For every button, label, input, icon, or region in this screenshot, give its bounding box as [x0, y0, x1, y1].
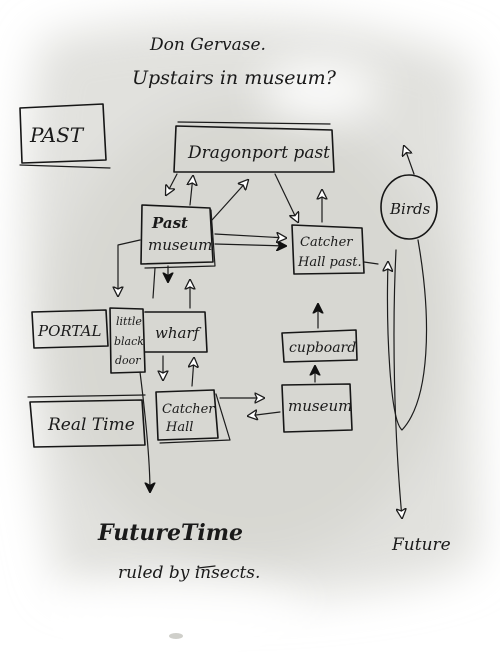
- edge-past-museum-diag-up: [211, 180, 248, 221]
- node-cupboard-box: [281, 329, 358, 363]
- edge-past-museum-to-catcher-hall-past: [214, 244, 286, 246]
- past-underline: [19, 164, 111, 169]
- paper-highlight: [30, 60, 380, 660]
- edge-dragonport-to-catcher-hall-past: [274, 173, 298, 222]
- edge-door-to-future-time: [139, 371, 150, 492]
- zone-real-time-label: Real Time: [47, 415, 135, 435]
- node-catcher-hall-line1: Catcher: [162, 402, 215, 417]
- zone-past-label: PAST: [29, 123, 85, 147]
- edge-catcher-hall-past-right: [363, 261, 379, 265]
- node-past-museum-line1: Past: [151, 214, 188, 232]
- portal-zone-box: [31, 309, 109, 349]
- real-time-top-rule: [27, 394, 146, 398]
- paper-speck: [169, 633, 183, 639]
- edge-dragonport-to-past-museum: [166, 173, 178, 195]
- node-birds-circle: [380, 174, 438, 240]
- real-time-zone-box: [29, 399, 146, 448]
- node-cupboard-label: cupboard: [289, 340, 356, 356]
- zone-future-right-label: Future: [391, 535, 451, 555]
- edge-catcher-hall-to-wharf: [192, 358, 194, 387]
- node-little-black-door-box: [109, 307, 146, 374]
- node-past-museum-box: [140, 204, 214, 265]
- edge-past-museum-lower-left: [152, 267, 156, 299]
- note-upstairs: Upstairs in museum?: [132, 67, 337, 89]
- node-catcher-hall-line2: Hall: [165, 420, 193, 435]
- edge-birds-to-future: [393, 249, 402, 518]
- node-catcher-hall-past-line1: Catcher: [300, 235, 353, 250]
- node-catcher-hall-past-box: [291, 224, 365, 275]
- node-dragonport-past-label: Dragonport past: [187, 143, 330, 163]
- note-don-gervase: Don Gervase.: [149, 35, 266, 55]
- node-catcher-hall-box: [155, 389, 219, 441]
- dragonport-top-rule: [177, 121, 331, 125]
- node-little-black-door-line1: little: [116, 315, 142, 328]
- edge-past-museum-to-dragonport: [190, 176, 193, 206]
- node-little-black-door-line3: door: [115, 354, 141, 367]
- future-flourish: [197, 565, 216, 569]
- node-museum-box: [281, 383, 353, 433]
- zone-future-time-label: FutureTime: [97, 520, 243, 546]
- node-museum-label: museum: [288, 397, 352, 415]
- paper-smudge: [24, 19, 479, 600]
- edge-past-museum-catcher-hall-past-upper: [214, 234, 286, 238]
- edge-birds-up: [404, 146, 415, 175]
- node-wharf-box: [144, 311, 208, 353]
- zone-portal-label: PORTAL: [37, 322, 101, 340]
- catcher-hall-shadow: [159, 393, 231, 444]
- node-catcher-hall-past-line2: Hall past.: [297, 255, 362, 270]
- node-dragonport-past-box: [173, 125, 335, 173]
- node-wharf-label: wharf: [155, 324, 202, 342]
- edges: [118, 146, 428, 518]
- edge-birds-loop: [388, 239, 428, 431]
- node-birds-label: Birds: [389, 200, 431, 218]
- edge-past-museum-to-door: [118, 239, 141, 296]
- node-past-museum-line2: museum: [148, 236, 212, 254]
- edge-museum-to-catcher-hall: [248, 412, 281, 416]
- past-zone-box: [19, 103, 107, 164]
- node-little-black-door-line2: black: [114, 335, 144, 348]
- zone-future-subtitle: ruled by insects.: [118, 563, 260, 583]
